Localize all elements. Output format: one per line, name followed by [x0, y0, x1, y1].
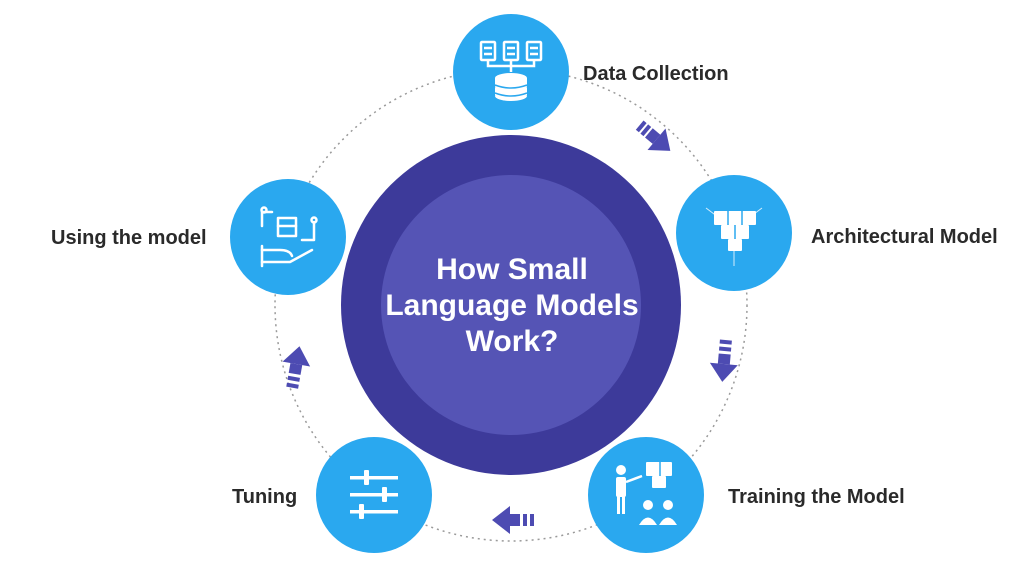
- center-title-line-1: How Small: [436, 253, 588, 286]
- center-title-line-3: Work?: [465, 325, 559, 358]
- arrow-tuning-to-using: [282, 346, 311, 389]
- center-title-line-2: Language Models: [385, 289, 639, 322]
- step-data-collection: [453, 14, 569, 130]
- step-training-the-model: [588, 437, 704, 553]
- arrow-architecture-to-training: [709, 339, 738, 382]
- label-data-collection: Data Collection: [583, 63, 729, 85]
- label-tuning: Tuning: [232, 486, 298, 508]
- label-architectural-model: Architectural Model: [811, 226, 998, 248]
- label-using-the-model: Using the model: [51, 227, 207, 249]
- arrow-training-to-tuning: [492, 506, 534, 534]
- arrow-data-to-architecture: [635, 120, 671, 151]
- step-using-the-model: [230, 179, 346, 295]
- center-inner-circle: [381, 175, 641, 435]
- label-training-the-model: Training the Model: [728, 486, 905, 508]
- sliders-icon: [350, 470, 398, 519]
- hand-cube-icon: [260, 206, 318, 268]
- step-architectural-model: [676, 175, 792, 291]
- center-title: How Small Language Models Work?: [362, 252, 662, 360]
- cubes-icon: [705, 207, 763, 266]
- database-icon: [479, 40, 543, 72]
- training-icon: [616, 462, 677, 525]
- step-tuning: [316, 437, 432, 553]
